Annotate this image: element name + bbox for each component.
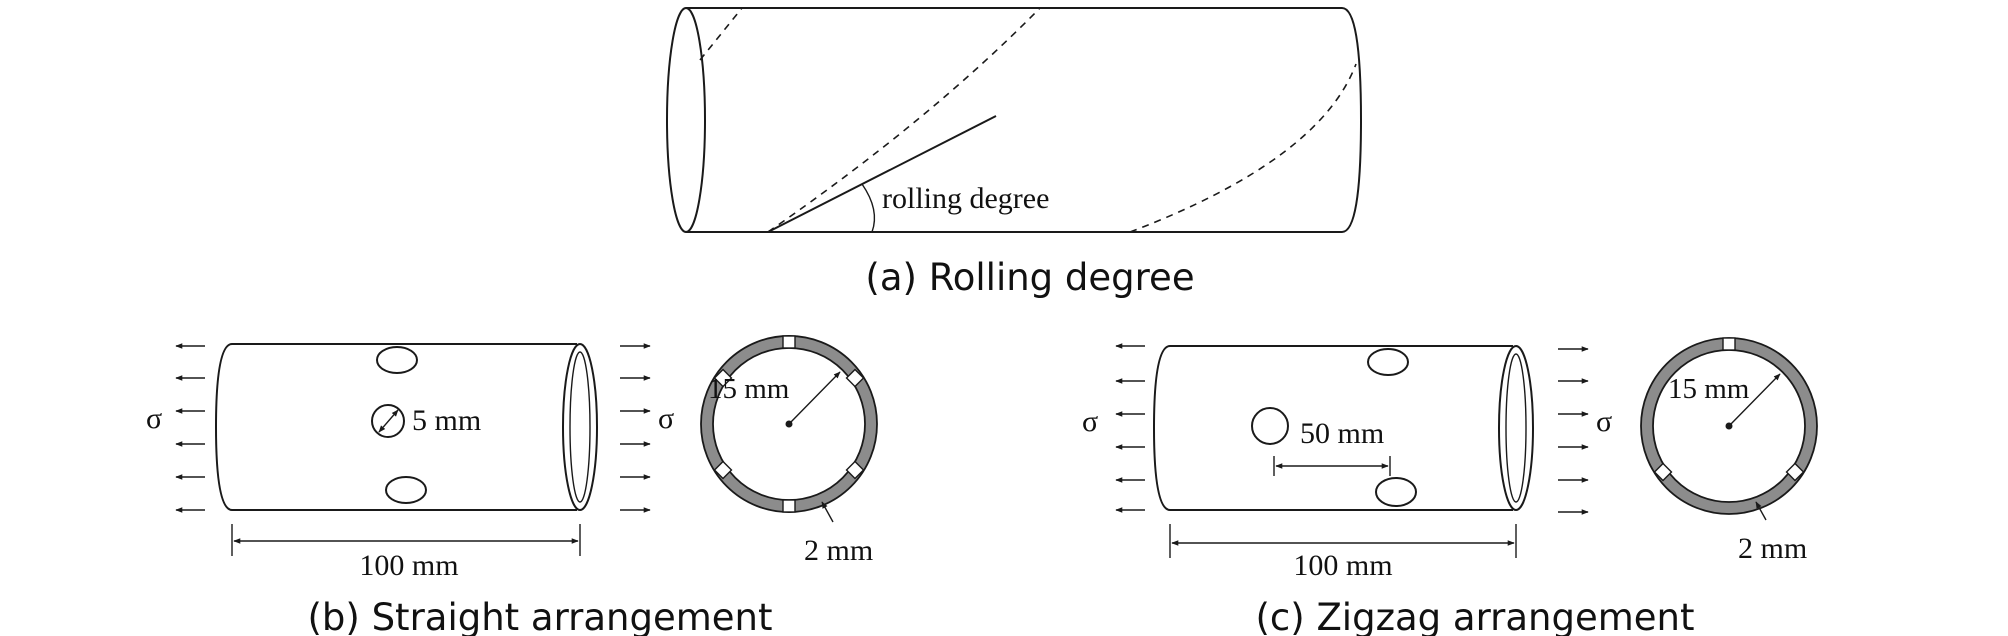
ring-gap xyxy=(782,499,796,513)
caption-b: (b) Straight arrangement xyxy=(307,596,772,636)
radius-arrow-b xyxy=(788,371,841,425)
rolling-angle-arc xyxy=(861,183,876,233)
radius-label-c: 15 mm xyxy=(1668,373,1750,405)
rolling-angle-line xyxy=(767,115,997,233)
panel-c-zigzag-arrangement: σ 50 mm σ 100 mm xyxy=(1082,337,1818,636)
spacing-label: 50 mm xyxy=(1300,417,1384,450)
caption-c: (c) Zigzag arrangement xyxy=(1255,596,1694,636)
ring-gap xyxy=(845,368,865,388)
length-dimension-c: 100 mm xyxy=(1169,524,1517,582)
stress-symbol-left-c: σ xyxy=(1082,405,1098,438)
hole-diameter-arrow xyxy=(378,409,399,433)
panel-b-straight-arrangement: σ 5 mm σ 100 mm xyxy=(146,335,878,636)
stress-symbol-left-b: σ xyxy=(146,402,162,435)
thickness-pointer-b xyxy=(821,501,834,523)
thickness-label-b: 2 mm xyxy=(804,534,873,567)
radius-arrow-c xyxy=(1728,373,1781,427)
stress-symbol-right-c: σ xyxy=(1596,405,1612,438)
thickness-label-c: 2 mm xyxy=(1738,532,1807,565)
caption-a: (a) Rolling degree xyxy=(865,256,1194,299)
stress-symbol-right-b: σ xyxy=(658,402,674,435)
panel-a-rolling-degree: rolling degree (a) Rolling degree xyxy=(666,7,1363,299)
stress-arrows-left-b xyxy=(175,343,205,513)
ring-gap xyxy=(782,335,796,349)
stress-arrows-left-c xyxy=(1115,343,1145,513)
hole-bottom xyxy=(385,476,427,504)
ring-gap xyxy=(1785,462,1805,482)
helical-seam-1 xyxy=(699,7,743,61)
hole-diameter-label: 5 mm xyxy=(412,404,481,437)
radius-label-b: 15 mm xyxy=(708,373,790,405)
cross-section-b: 15 mm 2 mm xyxy=(700,335,878,567)
hole-top xyxy=(376,346,418,374)
ring-gap xyxy=(845,460,865,480)
length-dimension-b: 100 mm xyxy=(231,524,581,582)
hole-top xyxy=(1367,348,1409,376)
ring-gap xyxy=(1653,462,1673,482)
helical-seam-3 xyxy=(1129,63,1357,233)
ring-gap xyxy=(713,460,733,480)
thickness-pointer-c xyxy=(1755,501,1767,521)
ring-gap xyxy=(1722,337,1736,351)
ring-gap xyxy=(713,368,733,388)
rolled-tube-drawing: rolling degree xyxy=(666,7,1363,233)
stress-arrows-right-b xyxy=(620,343,651,513)
straight-tube-drawing: 5 mm xyxy=(214,343,598,511)
length-label-c: 100 mm xyxy=(1293,549,1392,582)
hole-bottom xyxy=(1375,477,1417,507)
helical-seam-2 xyxy=(767,7,1041,233)
stress-arrows-right-c xyxy=(1558,346,1589,515)
length-label-b: 100 mm xyxy=(359,549,458,582)
hole-left xyxy=(1251,407,1289,445)
zigzag-tube-drawing: 50 mm xyxy=(1152,345,1534,511)
rolling-degree-label: rolling degree xyxy=(882,182,1049,215)
hole-center xyxy=(371,404,405,438)
cross-section-c: 15 mm 2 mm xyxy=(1640,337,1818,565)
